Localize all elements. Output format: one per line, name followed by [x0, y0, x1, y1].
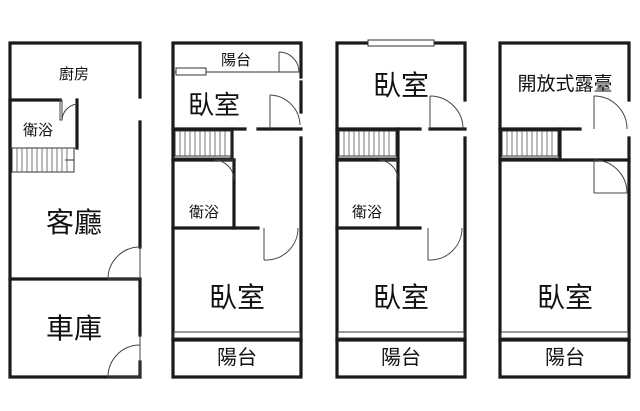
room-label-bedroom-bottom: 臥室 [373, 281, 429, 314]
room-label-living: 客廳 [46, 206, 102, 239]
door-swing-icon [59, 99, 78, 121]
room-label-bedroom-bottom: 臥室 [209, 281, 265, 314]
room-label-garage: 車庫 [46, 312, 102, 345]
staircase-icon [174, 130, 232, 157]
door-swing-icon [427, 227, 463, 261]
room-label-bath: 衛浴 [189, 203, 219, 221]
room-label-bedroom: 臥室 [537, 281, 593, 314]
floor-1-plan: 廚房 衛浴 客廳 車庫 [8, 41, 142, 379]
window-icon [500, 331, 629, 339]
room-label-bath: 衛浴 [23, 121, 53, 139]
door-swing-icon [278, 51, 300, 73]
floor-3-plan: 臥室 衛浴 臥室 陽台 [335, 39, 467, 379]
window-icon [337, 331, 465, 339]
door-swing-icon [263, 227, 299, 261]
window-icon [175, 67, 207, 76]
door-swing-icon [107, 335, 141, 378]
room-label-bedroom-top: 臥室 [373, 69, 429, 102]
door-swing-icon [213, 159, 235, 181]
room-label-terrace: 開放式露臺 [517, 73, 612, 95]
floor-4-plan: 開放式露臺 臥室 陽台 [498, 41, 631, 379]
room-label-balcony-bottom: 陽台 [217, 345, 257, 369]
room-label-bath: 衛浴 [352, 203, 382, 221]
room-label-balcony-bottom: 陽台 [545, 345, 585, 369]
window-icon [173, 331, 301, 339]
room-label-kitchen: 廚房 [59, 65, 89, 83]
room-label-balcony-top: 陽台 [221, 51, 251, 69]
door-swing-icon [107, 246, 141, 280]
door-swing-icon [269, 94, 301, 129]
door-swing-icon [429, 95, 464, 130]
door-swing-icon [593, 159, 628, 194]
floor-2-plan: 陽台 臥室 衛浴 臥室 陽台 [171, 41, 303, 379]
room-label-bedroom-top: 臥室 [188, 91, 240, 121]
door-swing-icon [593, 95, 628, 130]
staircase-icon [338, 130, 397, 157]
staircase-icon [11, 147, 75, 173]
window-icon [367, 39, 435, 47]
room-label-balcony-bottom: 陽台 [381, 345, 421, 369]
staircase-icon [501, 130, 559, 157]
door-swing-icon [377, 159, 399, 181]
